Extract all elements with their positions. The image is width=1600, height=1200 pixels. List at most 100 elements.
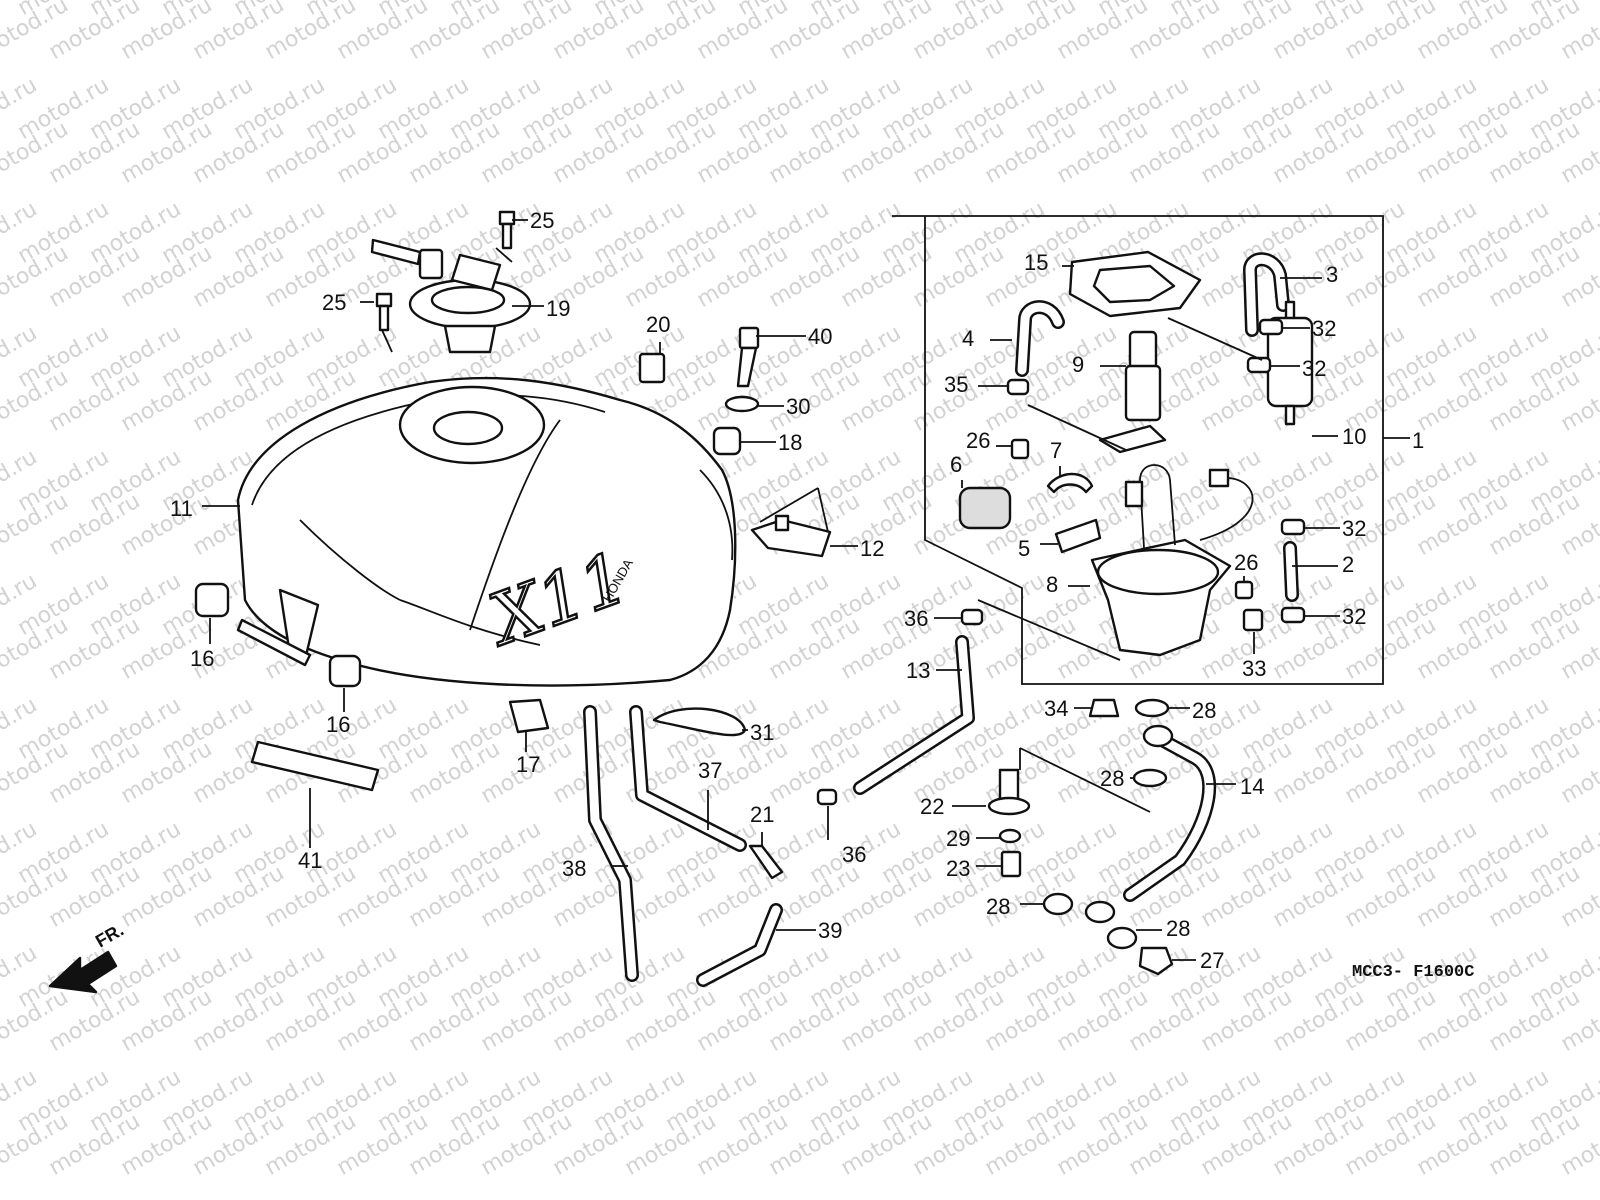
part-label: 16 (326, 712, 350, 737)
clamp-32-b (1246, 356, 1272, 374)
part-label: 9 (1072, 352, 1084, 377)
joint-bolt-22 (987, 768, 1031, 816)
part-label: 29 (946, 826, 970, 851)
part-label: 32 (1312, 316, 1336, 341)
nut-27 (1138, 946, 1174, 976)
fuel-cap-assembly (370, 238, 532, 354)
part-label: 36 (842, 842, 866, 867)
washer-28-a (1134, 698, 1170, 718)
hose-3 (1243, 252, 1290, 337)
part-label: 36 (904, 606, 928, 631)
bracket-12 (750, 514, 832, 558)
washer-30 (724, 395, 760, 413)
screw-33 (1242, 608, 1264, 632)
bolt-40 (736, 326, 760, 388)
part-label: 5 (1018, 536, 1030, 561)
leader-lines (202, 219, 1410, 961)
washer-29 (998, 828, 1022, 844)
part-label: 38 (562, 856, 586, 881)
group-frame (892, 215, 1384, 685)
fuel-pump-unit-8 (1090, 464, 1254, 657)
part-label: 28 (1192, 698, 1216, 723)
part-label: 26 (966, 428, 990, 453)
grommet-18 (712, 426, 742, 456)
part-label: 28 (1166, 916, 1190, 941)
joint-21 (748, 844, 784, 880)
part-label: 10 (1342, 424, 1366, 449)
fuel-pipe-14 (1084, 724, 1217, 924)
part-label: 12 (860, 536, 884, 561)
part-label: 28 (1100, 766, 1124, 791)
clamp-35 (1006, 378, 1030, 396)
bolt-23 (1000, 850, 1022, 878)
part-label: 37 (698, 758, 722, 783)
part-label: 18 (778, 430, 802, 455)
clip-7 (1046, 472, 1094, 494)
part-label: 2 (1342, 552, 1354, 577)
washer-28-c (1042, 892, 1074, 916)
label-plate-41 (250, 740, 380, 792)
part-label: 39 (818, 918, 842, 943)
tube-39 (696, 903, 783, 987)
part-label: 13 (906, 658, 930, 683)
hose-4 (1015, 300, 1065, 377)
clamp-32-a (1258, 318, 1284, 336)
part-label: 23 (946, 856, 970, 881)
screw-26-a (1010, 438, 1030, 460)
cushion-16-b (328, 654, 362, 688)
part-label: 6 (950, 452, 962, 477)
part-label: 11 (170, 496, 193, 521)
part-label: 7 (1050, 438, 1062, 463)
part-label: 35 (944, 372, 968, 397)
screw-26-b (1234, 580, 1254, 600)
cap-nut-34 (1088, 698, 1120, 718)
part-label: 22 (920, 794, 944, 819)
part-label: 40 (808, 324, 832, 349)
clamp-32-c (1280, 518, 1306, 536)
hose-2 (1283, 541, 1299, 602)
part-label: 15 (1024, 250, 1048, 275)
bracket-5 (1054, 518, 1102, 554)
part-label: 32 (1342, 604, 1366, 629)
washer-28-d (1106, 926, 1138, 950)
part-label: 21 (750, 802, 774, 827)
strainer-6 (958, 486, 1012, 530)
clip-20 (638, 352, 666, 384)
part-label: 20 (646, 312, 670, 337)
clamp-36-a (960, 608, 984, 626)
part-label: 14 (1240, 774, 1264, 799)
clamp-17 (508, 698, 550, 734)
part-label: 28 (986, 894, 1010, 919)
part-label: 30 (786, 394, 810, 419)
clamp-36-b (816, 788, 838, 806)
cushion-16-a (194, 582, 230, 618)
part-label: 16 (190, 646, 214, 671)
gasket-15 (1068, 250, 1202, 318)
part-label: 41 (298, 848, 322, 873)
part-label: 32 (1342, 516, 1366, 541)
part-label: 3 (1326, 262, 1338, 287)
part-label: 8 (1046, 572, 1058, 597)
part-label: 25 (322, 290, 346, 315)
diagram-code: MCC3- F1600C (1352, 963, 1474, 982)
part-label: 32 (1302, 356, 1326, 381)
hose-13 (853, 635, 975, 795)
part-label: 34 (1044, 696, 1068, 721)
clamp-32-d (1280, 606, 1306, 624)
part-label: 27 (1200, 948, 1224, 973)
part-label: 25 (530, 208, 554, 233)
part-label: 1 (1412, 428, 1424, 453)
part-label: 17 (516, 752, 540, 777)
tube-38 (583, 705, 639, 982)
washer-28-b (1132, 768, 1168, 788)
part-label: 4 (962, 326, 974, 351)
part-label: 33 (1242, 656, 1266, 681)
fuel-tank: X11 HONDA (236, 376, 737, 687)
part-label: 19 (546, 296, 570, 321)
part-label: 26 (1234, 550, 1258, 575)
bolt-25-top (498, 210, 516, 250)
bolt-25-left (375, 292, 393, 332)
